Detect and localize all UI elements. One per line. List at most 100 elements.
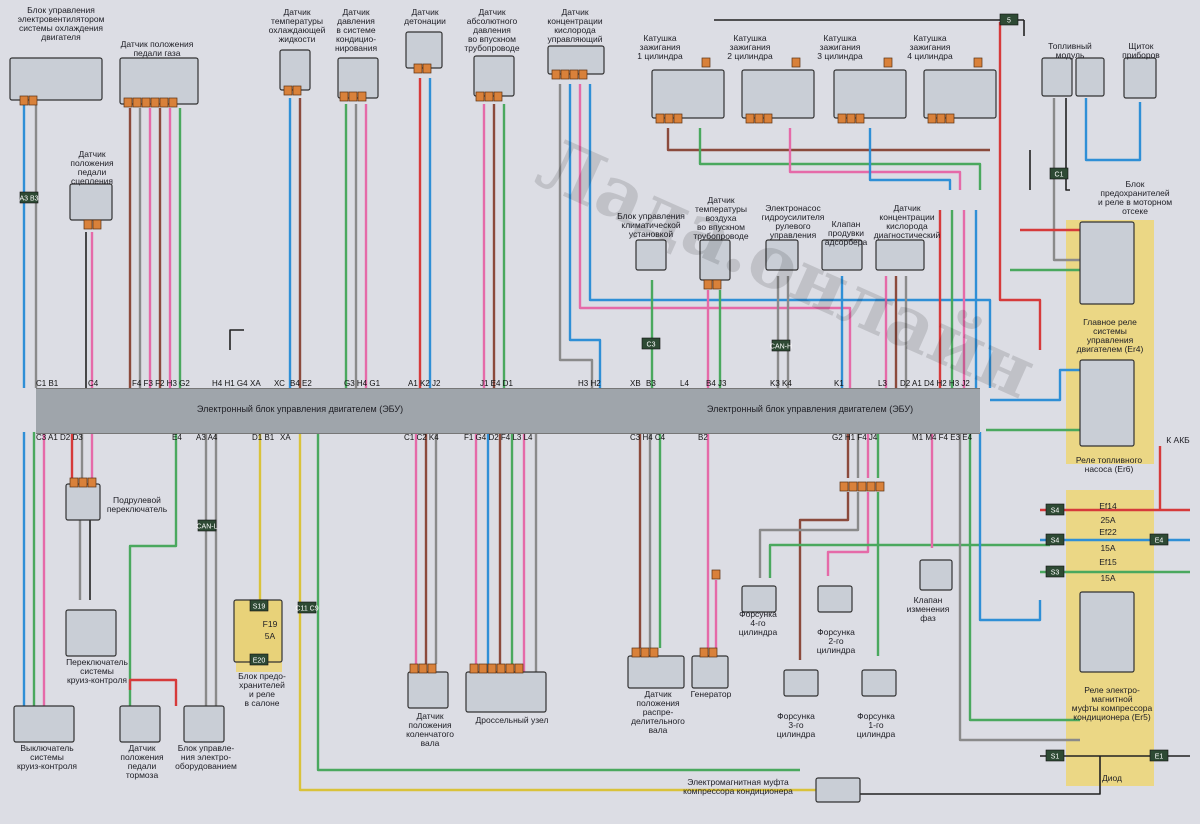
label-throttle-body: Дроссельный узел xyxy=(475,715,549,725)
injector-1 xyxy=(861,669,897,697)
crank-pin xyxy=(409,663,419,674)
iat-pin xyxy=(703,279,713,290)
ecu-pins-e4: E4 xyxy=(172,433,182,442)
ecu-pins-a3a4: A3 A4 xyxy=(196,433,218,442)
inj-bus-pin xyxy=(848,481,858,492)
label-injector-1: Форсунка 1-го цилиндра xyxy=(856,711,896,739)
tag-e4 xyxy=(1149,533,1169,546)
label-fuse-f19-rating: 5A xyxy=(264,631,276,641)
pedal-pin xyxy=(150,97,160,108)
injector-3 xyxy=(783,669,819,697)
eps-pump xyxy=(765,239,799,271)
cam-pin xyxy=(649,647,659,658)
tag-s3 xyxy=(1045,565,1065,578)
label-cabin-fuse-box: Блок предо- хранителей и реле в салоне xyxy=(238,671,286,708)
tag-c3-text: C3 xyxy=(647,342,656,349)
map-sensor xyxy=(473,55,515,97)
label-iat-sensor: Датчик температуры воздуха во впускном т… xyxy=(693,195,749,241)
ground-ecu xyxy=(229,329,244,350)
label-fuse-ef14: Ef14 xyxy=(1099,501,1117,511)
label-instrument-cluster: Щиток приборов xyxy=(1122,41,1160,60)
map-pin xyxy=(484,91,494,102)
coolant-temp-sensor xyxy=(279,49,311,91)
coil-3-pin xyxy=(846,113,856,124)
tag-c11c9-text: C11 C9 xyxy=(295,606,318,613)
throttle-body xyxy=(465,671,547,713)
label-coil-4: Катушка зажигания 4 цилиндра xyxy=(907,33,953,61)
label-coil-2: Катушка зажигания 2 цилиндра xyxy=(727,33,773,61)
main-relay xyxy=(1079,221,1135,305)
tag-can-h-text: CAN-H xyxy=(770,344,792,351)
label-fuse-ef22: Ef22 xyxy=(1099,527,1117,537)
clutch-pin xyxy=(83,219,93,230)
map-pin xyxy=(475,91,485,102)
column-pin xyxy=(87,477,97,488)
tag-s4-b xyxy=(1045,533,1065,546)
coil-2-pin xyxy=(763,113,773,124)
ecu-pins-c3h4: C3 H4 C4 xyxy=(630,433,666,442)
map-pin xyxy=(493,91,503,102)
label-fuse-ef15-rating: 15A xyxy=(1100,573,1116,583)
coil-4-pin xyxy=(945,113,955,124)
coil-2 xyxy=(741,69,815,119)
wire-brake-1 xyxy=(128,432,178,706)
coil-2-hv-pin xyxy=(791,57,801,68)
clutch-sensor xyxy=(69,183,113,221)
ecu-pins-d2: D2 A1 D4 H2 H3 J2 xyxy=(900,379,970,388)
fuel-module-relay xyxy=(1075,57,1105,97)
cruise-off-switch xyxy=(13,705,75,743)
label-fuse-ef22-rating: 15A xyxy=(1100,543,1116,553)
ecu-label-right: Электронный блок управления двигателем (… xyxy=(706,404,914,414)
wire-cluster xyxy=(1084,98,1142,162)
wire-ac-relay-2 xyxy=(968,432,1080,722)
label-ac-compressor-clutch: Электромагнитная муфта компрессора конди… xyxy=(683,777,793,796)
wire-o2-1 xyxy=(558,84,594,388)
ecu-pins-c3: C3 A1 D2 D3 xyxy=(36,433,83,442)
label-knock-sensor: Датчик детонации xyxy=(404,7,446,26)
tag-e1-text: E1 xyxy=(1155,754,1164,761)
throttle-pin xyxy=(469,663,479,674)
label-column-switch: Подрулевой переключатель xyxy=(106,495,168,514)
label-brake-sensor: Датчик положения педали тормоза xyxy=(120,743,164,780)
tag-s19-text: S19 xyxy=(253,604,266,611)
crank-pin xyxy=(427,663,437,674)
wire-brake-red xyxy=(128,678,178,706)
alt-pin xyxy=(699,647,709,658)
tag-5-text: 5 xyxy=(1007,18,1011,25)
tag-s4-b-text: S4 xyxy=(1051,538,1060,545)
wire-o2-3 xyxy=(578,84,852,388)
wire-ac-relay-1 xyxy=(958,432,1080,742)
acp-pin xyxy=(339,91,349,102)
tag-c1 xyxy=(1049,167,1069,180)
throttle-pin xyxy=(487,663,497,674)
label-fuel-pump-relay: Реле топливного насоса (Er6) xyxy=(1075,455,1143,474)
tag-c3 xyxy=(641,337,661,350)
label-pedal-position-sensor: Датчик положения педали газа xyxy=(120,39,194,58)
column-pin xyxy=(69,477,79,488)
tag-s1-text: S1 xyxy=(1051,754,1060,761)
wire-bottom-yellow xyxy=(298,432,820,792)
o2c-pin xyxy=(551,69,561,80)
tag-a3b3-text: A3 B3 xyxy=(19,196,38,203)
label-equipment-control: Блок управле- ния электро- оборудованием xyxy=(175,743,237,771)
label-o2-diag-sensor: Датчик концентрации кислорода диагностич… xyxy=(873,203,941,240)
injector-4 xyxy=(741,585,777,613)
tag-e20 xyxy=(249,653,269,666)
coil-1 xyxy=(651,69,725,119)
ecu-pins-c1b1: C1 B1 xyxy=(36,379,59,388)
throttle-pin xyxy=(496,663,506,674)
coil-1-hv-pin xyxy=(701,57,711,68)
pedal-pin xyxy=(159,97,169,108)
coolant-pin xyxy=(283,85,293,96)
label-alternator: Генератор xyxy=(690,689,732,699)
wire-o2-2 xyxy=(568,84,602,388)
ecu-pins-c1c2: C1 C2 K4 xyxy=(404,433,439,442)
label-injector-4: Форсунка 4-го цилиндра xyxy=(738,609,778,637)
ecu-label-left: Электронный блок управления двигателем (… xyxy=(196,404,404,414)
knock-pin xyxy=(422,63,432,74)
inj-bus-pin xyxy=(857,481,867,492)
knock-pin xyxy=(413,63,423,74)
climate-unit xyxy=(635,239,667,271)
wire-relay-c1 xyxy=(990,368,1080,402)
